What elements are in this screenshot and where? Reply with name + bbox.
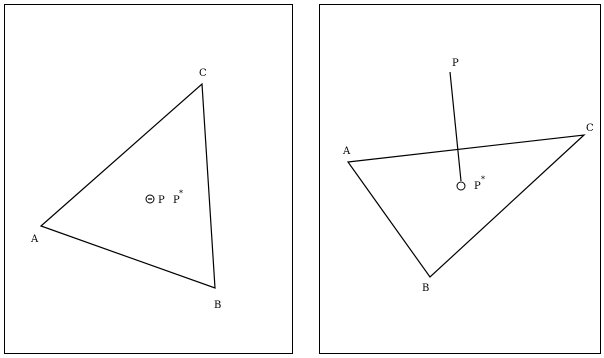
right-panel: P A C B P *	[319, 4, 601, 354]
left-point-p-star-superscript: *	[179, 189, 183, 198]
left-vertex-b-label: B	[214, 300, 221, 311]
right-point-p-label: P	[452, 58, 459, 69]
right-projection-segment	[449, 71, 462, 182]
left-panel-frame	[4, 4, 293, 354]
left-vertex-c-label: C	[199, 68, 207, 79]
left-point-p-star-label: P	[173, 195, 180, 206]
right-triangle	[346, 134, 586, 278]
right-point-p-star-superscript: *	[481, 175, 485, 184]
left-panel: C A B P P *	[4, 4, 293, 354]
left-triangle	[39, 82, 216, 289]
right-point-p-star-label: P	[474, 181, 481, 192]
right-vertex-b-label: B	[422, 283, 429, 294]
left-vertex-a-label: A	[30, 234, 39, 245]
right-panel-frame	[319, 4, 601, 354]
right-vertex-c-label: C	[586, 123, 594, 134]
left-point-p-marker	[145, 194, 155, 204]
right-vertex-a-label: A	[342, 146, 351, 157]
left-point-p-label: P	[158, 195, 165, 206]
right-point-p-star-marker	[456, 181, 466, 191]
